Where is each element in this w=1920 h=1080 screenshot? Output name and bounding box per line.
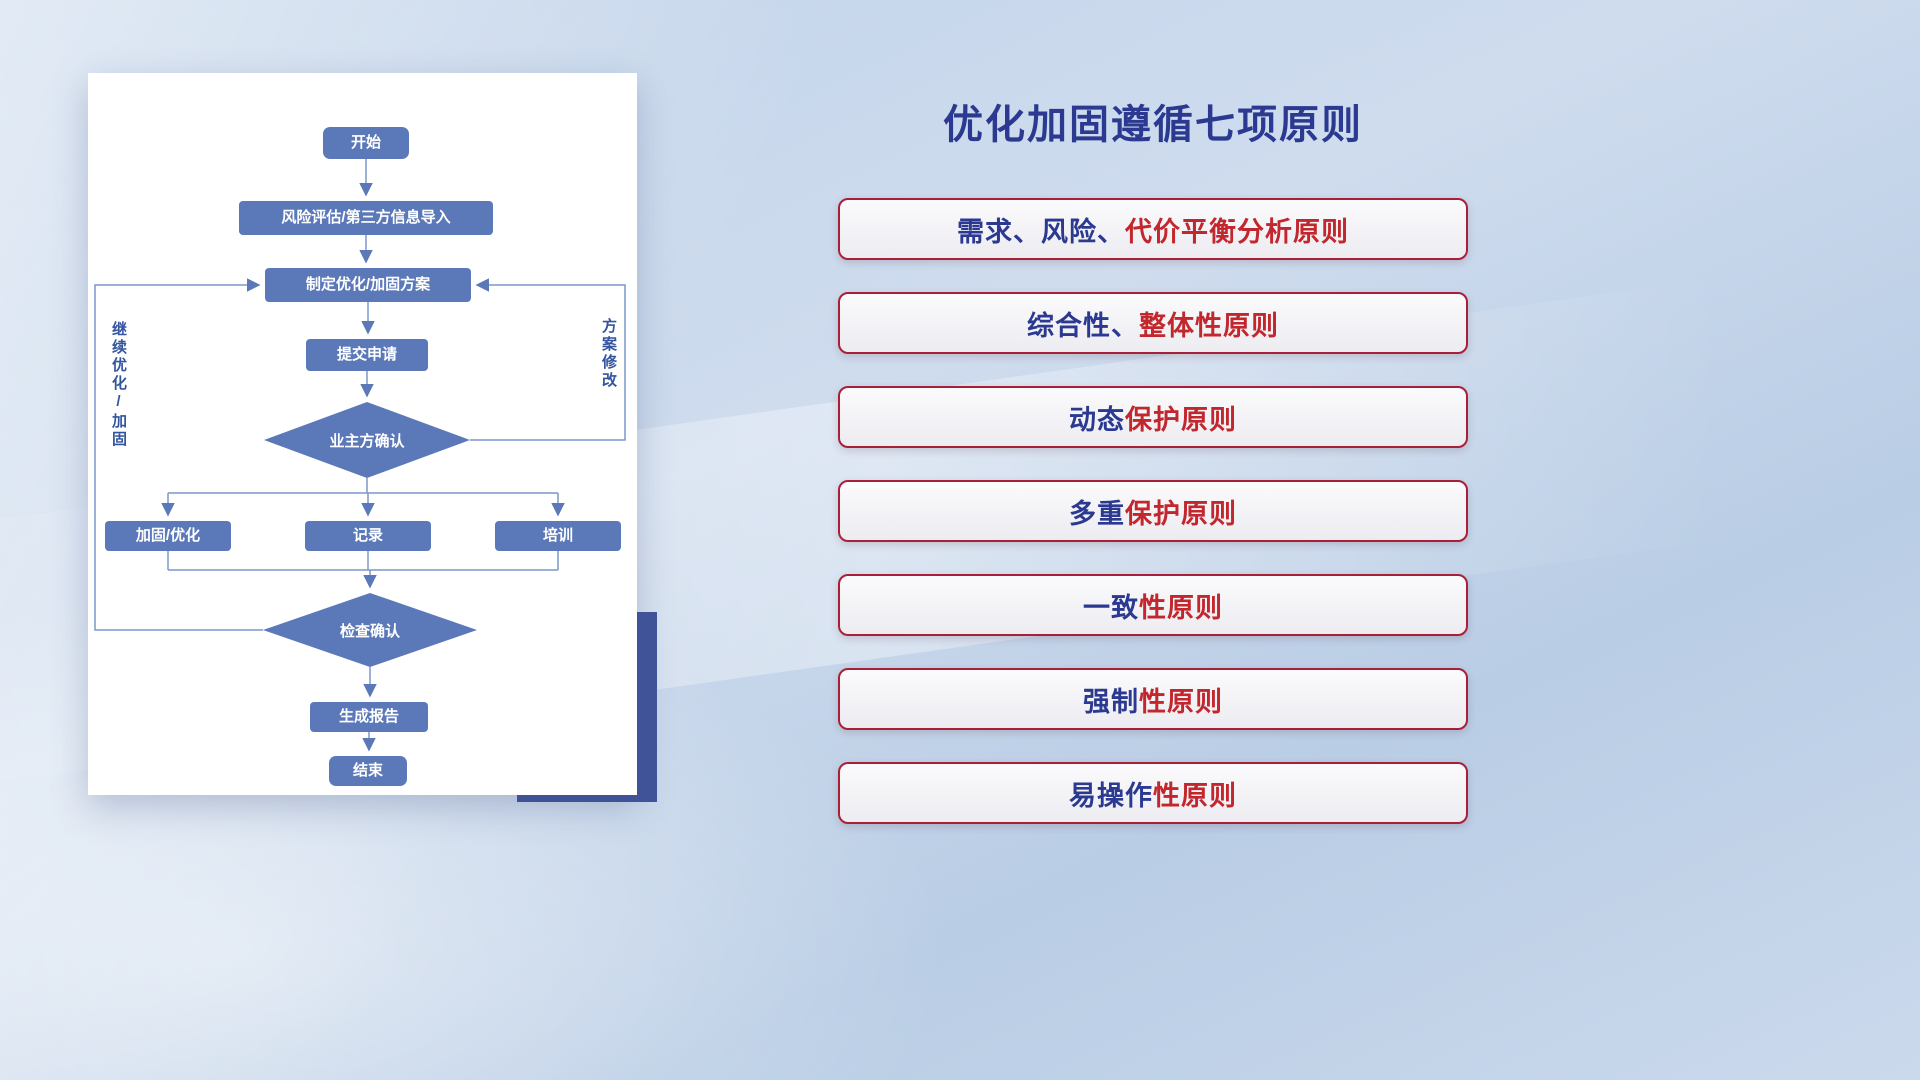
flow-node-harden-optimize: 加固/优化: [105, 521, 231, 551]
principle-card: 动态保护原则: [838, 386, 1468, 448]
flow-node-risk-assessment: 风险评估/第三方信息导入: [239, 201, 493, 235]
principle-card: 易操作性原则: [838, 762, 1468, 824]
principles-list: 需求、风险、代价平衡分析原则综合性、整体性原则动态保护原则多重保护原则一致性原则…: [838, 198, 1468, 824]
flow-node-make-plan: 制定优化/加固方案: [265, 268, 471, 302]
principle-card: 多重保护原则: [838, 480, 1468, 542]
principle-text-segment: 综合性、: [1027, 310, 1139, 341]
edge-label-continue-optimize: 继续优化/加固: [110, 321, 127, 449]
principle-text-segment: 代价平衡分析原则: [1125, 216, 1349, 247]
principle-text-segment: 易操作: [1069, 780, 1153, 811]
flowchart-card: 开始 风险评估/第三方信息导入 制定优化/加固方案 提交申请 业主方确认 加固/…: [88, 73, 637, 795]
principle-text-segment: 动态: [1069, 404, 1125, 435]
edge-label-plan-modify: 方案修改: [600, 318, 617, 390]
principle-text-segment: 性原则: [1153, 780, 1237, 811]
principle-text-segment: 需求、风险、: [957, 216, 1125, 247]
principle-text-segment: 性原则: [1139, 686, 1223, 717]
principle-text-segment: 保护原则: [1125, 498, 1237, 529]
principle-text-segment: 保护原则: [1125, 404, 1237, 435]
principle-card: 综合性、整体性原则: [838, 292, 1468, 354]
flow-node-training: 培训: [495, 521, 621, 551]
principle-card: 强制性原则: [838, 668, 1468, 730]
principle-text-segment: 整体性原则: [1139, 310, 1279, 341]
flow-node-generate-report: 生成报告: [310, 702, 428, 732]
principle-card: 需求、风险、代价平衡分析原则: [838, 198, 1468, 260]
flow-node-end: 结束: [329, 756, 407, 786]
principle-text-segment: 多重: [1069, 498, 1125, 529]
page-title: 优化加固遵循七项原则: [943, 103, 1363, 147]
principle-text-segment: 强制: [1083, 686, 1139, 717]
principle-card: 一致性原则: [838, 574, 1468, 636]
flow-node-start: 开始: [323, 127, 409, 159]
principle-text-segment: 性原则: [1139, 592, 1223, 623]
flow-connectors: [94, 159, 626, 752]
flow-node-submit-application: 提交申请: [306, 339, 428, 371]
flow-node-record: 记录: [305, 521, 431, 551]
principle-text-segment: 一致: [1083, 592, 1139, 623]
